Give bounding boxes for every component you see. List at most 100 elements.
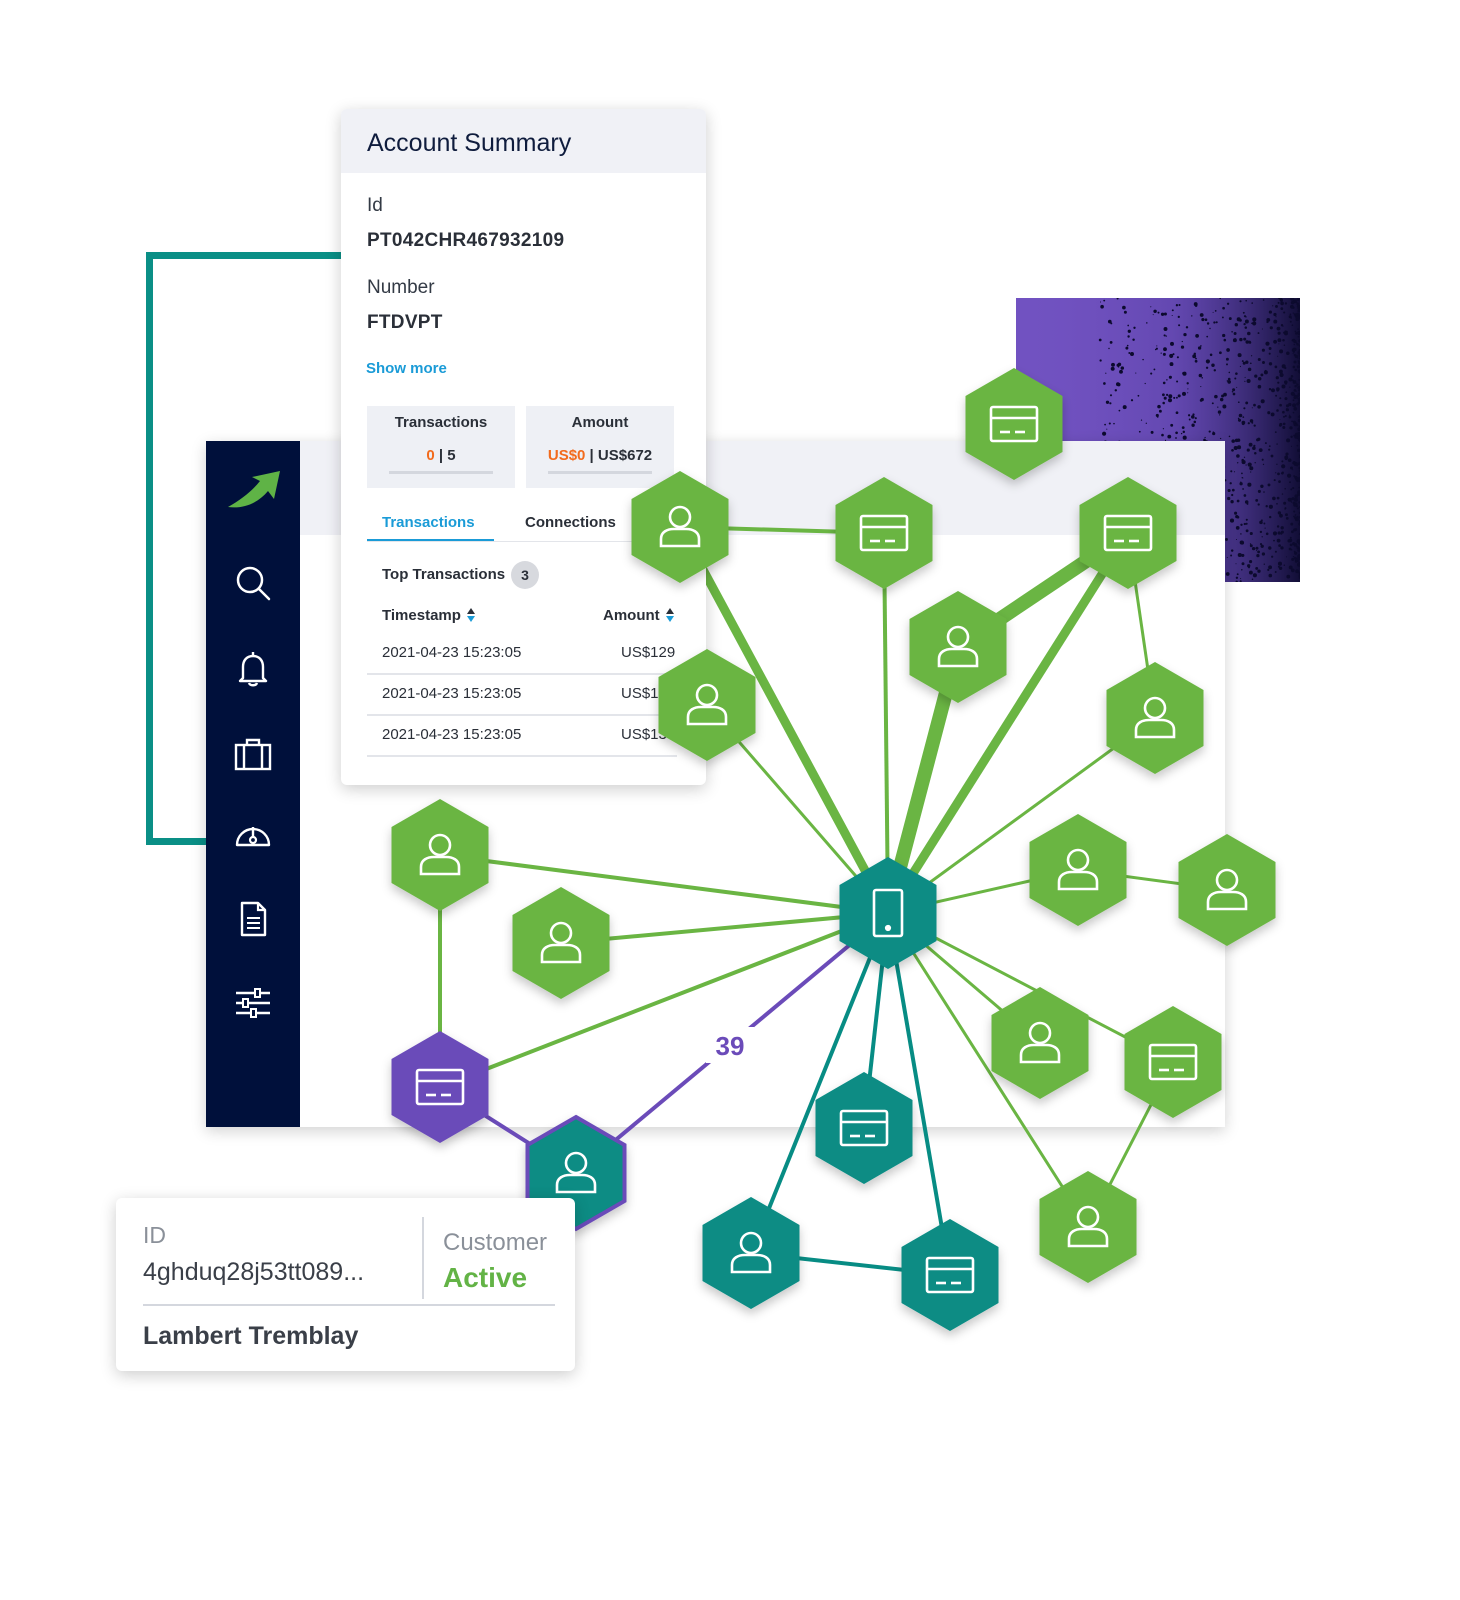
- amount-column-header[interactable]: Amount: [603, 607, 675, 624]
- transactions-stat-bar: [389, 471, 493, 474]
- row-amount: US$13: [621, 726, 667, 743]
- customer-id-value: 4ghduq28j53tt089...: [143, 1258, 365, 1286]
- amount-stat: Amount US$0 | US$672: [526, 406, 674, 488]
- id-value: PT042CHR467932109: [367, 230, 565, 251]
- number-label: Number: [367, 277, 435, 298]
- row-timestamp: 2021-04-23 15:23:05: [382, 644, 522, 661]
- table-row[interactable]: 2021-04-23 15:23:05 US$1: [367, 674, 677, 716]
- account-summary-header: Account Summary: [341, 109, 706, 173]
- graph-edge: [887, 716, 1156, 915]
- node-hexagon[interactable]: [702, 1197, 800, 1309]
- node-hexagon[interactable]: [391, 1031, 489, 1143]
- transactions-stat-rest: | 5: [434, 447, 456, 464]
- timestamp-column-header[interactable]: Timestamp: [382, 607, 476, 624]
- graph-edge: [560, 911, 889, 945]
- graph-edge: [439, 911, 889, 1089]
- node-hexagon[interactable]: [815, 1072, 913, 1184]
- table-row[interactable]: 2021-04-23 15:23:05 US$13: [367, 715, 677, 757]
- amount-stat-rest: | US$672: [585, 447, 653, 464]
- amount-column-label: Amount: [603, 607, 660, 624]
- node-hexagon[interactable]: [1106, 662, 1204, 774]
- person-node[interactable]: [512, 887, 610, 999]
- person-node[interactable]: [991, 987, 1089, 1099]
- customer-card: ID 4ghduq28j53tt089... Customer Active L…: [116, 1198, 575, 1371]
- card-node[interactable]: [901, 1219, 999, 1331]
- amount-stat-title: Amount: [571, 414, 629, 431]
- person-node[interactable]: [702, 1197, 800, 1309]
- card-node[interactable]: [815, 1072, 913, 1184]
- customer-status: Active: [443, 1262, 528, 1293]
- transactions-stat-value: 0 | 5: [367, 447, 515, 464]
- tab-connections[interactable]: Connections: [525, 514, 616, 531]
- node-hexagon[interactable]: [1079, 477, 1177, 589]
- card-node[interactable]: [835, 477, 933, 589]
- tab-divider: [367, 541, 706, 542]
- customer-card-divider: [422, 1217, 424, 1299]
- sliders-icon[interactable]: [233, 983, 273, 1023]
- account-summary-card: Account Summary Id PT042CHR467932109 Num…: [341, 109, 706, 785]
- card-node[interactable]: [1124, 1006, 1222, 1118]
- graph-edge: [676, 524, 892, 916]
- row-amount: US$129: [621, 644, 676, 661]
- tab-transactions[interactable]: Transactions: [382, 514, 475, 531]
- graph-edge: [886, 912, 1090, 1228]
- show-more-link[interactable]: Show more: [366, 360, 447, 377]
- person-node[interactable]: [1106, 662, 1204, 774]
- row-timestamp: 2021-04-23 15:23:05: [382, 726, 522, 743]
- gauge-icon[interactable]: [233, 815, 273, 855]
- timestamp-column-label: Timestamp: [382, 607, 461, 624]
- purple-decorative-panel: [1016, 298, 1300, 582]
- top-transactions-count-badge: 3: [511, 561, 539, 589]
- bell-icon[interactable]: [233, 649, 273, 689]
- sort-icon[interactable]: [466, 607, 476, 623]
- node-hexagon[interactable]: [391, 799, 489, 911]
- top-transactions-label: Top Transactions: [382, 566, 506, 583]
- node-hexagon[interactable]: [901, 1219, 999, 1331]
- transactions-stat-title: Transactions: [394, 414, 488, 431]
- card-node[interactable]: [391, 1031, 489, 1143]
- node-hexagon[interactable]: [512, 887, 610, 999]
- transactions-stat: Transactions 0 | 5: [367, 406, 515, 488]
- svg-text:39: 39: [716, 1031, 745, 1061]
- person-node[interactable]: [1178, 834, 1276, 946]
- sidebar: [206, 441, 300, 1127]
- document-icon[interactable]: [233, 899, 273, 939]
- graph-edge: [439, 853, 889, 915]
- logo-arrow-icon[interactable]: [226, 469, 282, 513]
- graph-edge: [884, 530, 1132, 916]
- person-node[interactable]: [1029, 814, 1127, 926]
- person-node[interactable]: [391, 799, 489, 911]
- edge-weight-label: 39: [706, 1027, 754, 1063]
- row-timestamp: 2021-04-23 15:23:05: [382, 685, 522, 702]
- amount-stat-value: US$0 | US$672: [526, 447, 674, 464]
- sort-icon[interactable]: [665, 607, 675, 623]
- node-hexagon[interactable]: [1029, 814, 1127, 926]
- row-amount: US$1: [621, 685, 659, 702]
- table-row[interactable]: 2021-04-23 15:23:05 US$129: [367, 633, 677, 675]
- customer-name: Lambert Tremblay: [143, 1322, 359, 1350]
- graph-edge: [882, 532, 890, 914]
- amount-stat-highlight: US$0: [547, 447, 586, 464]
- amount-stat-bar: [548, 471, 652, 474]
- person-node[interactable]: [1039, 1171, 1137, 1283]
- node-hexagon[interactable]: [991, 987, 1089, 1099]
- node-hexagon[interactable]: [835, 477, 933, 589]
- card-node[interactable]: [1079, 477, 1177, 589]
- graph-edge: [749, 912, 890, 1254]
- account-summary-title: Account Summary: [367, 129, 572, 157]
- id-label: Id: [367, 195, 383, 216]
- person-node[interactable]: [909, 591, 1007, 703]
- graph-edge: [886, 912, 952, 1276]
- customer-card-separator: [143, 1304, 555, 1306]
- transactions-stat-highlight: 0: [426, 447, 435, 464]
- node-hexagon[interactable]: [1178, 834, 1276, 946]
- node-hexagon[interactable]: [1039, 1171, 1137, 1283]
- active-tab-indicator: [367, 539, 494, 541]
- number-value: FTDVPT: [367, 312, 443, 333]
- node-hexagon[interactable]: [909, 591, 1007, 703]
- search-icon[interactable]: [233, 563, 273, 603]
- customer-type-label: Customer: [443, 1229, 548, 1256]
- briefcase-icon[interactable]: [233, 734, 273, 774]
- node-hexagon[interactable]: [1124, 1006, 1222, 1118]
